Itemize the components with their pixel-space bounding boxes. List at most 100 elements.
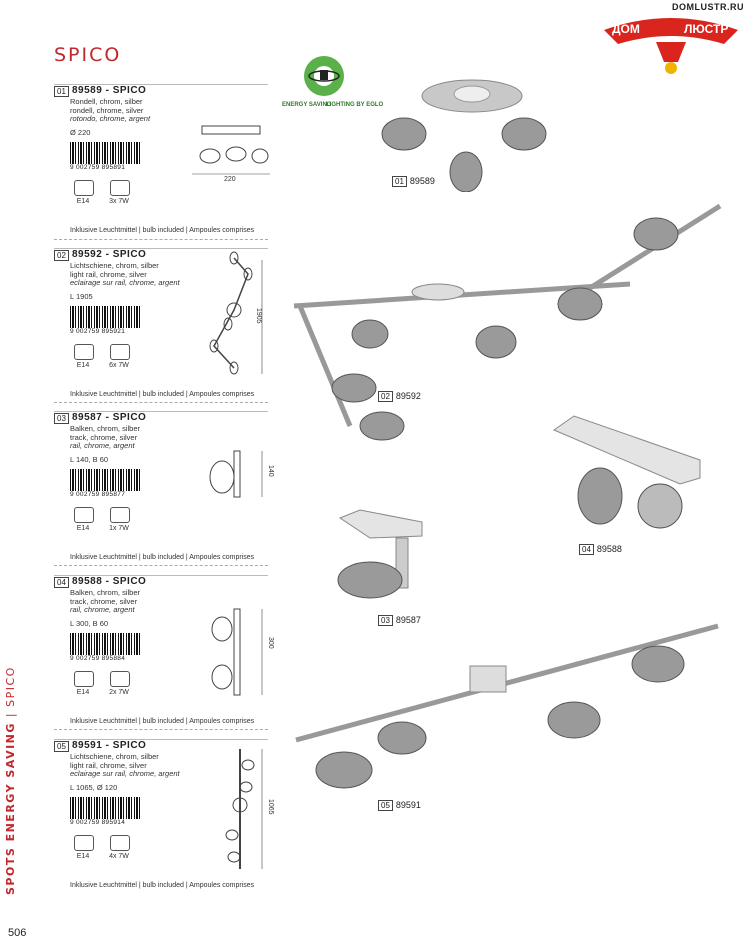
product-entry-89589: 01 89589 - SPICO Rondell, chrom, silber … xyxy=(54,84,270,234)
product-label-code: 89591 xyxy=(395,800,421,810)
bulb-icon xyxy=(110,180,130,196)
product-label-code: 89589 xyxy=(409,176,435,186)
barcode: 9 002759 895891 xyxy=(70,142,142,171)
entry-divider xyxy=(54,402,268,403)
desc-fr: eclairage sur rail, chrome, argent xyxy=(70,278,180,287)
socket-icon xyxy=(74,835,94,851)
entry-description: Lichtschiene, chrom, silber light rail, … xyxy=(70,752,210,779)
product-photo-89592 xyxy=(293,203,722,441)
product-entry-89591: 05 89591 - SPICO Lichtschiene, chrom, si… xyxy=(54,739,274,889)
brand-logo[interactable]: DOMLUSTR.RU ДОМ ЛЮСТР xyxy=(596,2,746,82)
section-spine-label: SPOTS ENERGY SAVING | SPICO xyxy=(4,666,17,895)
desc-en: rondell, chrome, silver xyxy=(70,105,144,115)
product-label-code: 89587 xyxy=(395,615,421,625)
entry-header xyxy=(54,411,268,425)
logo-word-2: ЛЮСТР xyxy=(684,22,729,36)
entry-description: Balken, chrom, silber track, chrome, sil… xyxy=(70,588,210,615)
spine-series: SPICO xyxy=(4,666,17,707)
bulb-label: 4x 7W xyxy=(109,853,129,860)
technical-drawing xyxy=(225,749,263,869)
entry-number: 03 xyxy=(54,413,69,424)
bulb-label: 3x 7W xyxy=(109,198,129,205)
technical-drawing xyxy=(209,450,263,498)
desc-de: Balken, chrom, silber xyxy=(70,424,141,433)
barcode: 9 002759 895914 xyxy=(70,797,142,826)
chandelier-icon xyxy=(604,18,738,74)
entry-dimensions: L 1905 xyxy=(70,292,93,301)
bulb-icon xyxy=(110,671,130,687)
barcode-number: 9 002759 895884 xyxy=(70,655,126,662)
socket-icon xyxy=(74,180,94,196)
energy-bulb-icon xyxy=(304,56,344,96)
logo-word-1: ДОМ xyxy=(612,22,640,36)
technical-drawing xyxy=(211,608,263,696)
entry-header xyxy=(54,248,268,262)
product-label-num: 04 xyxy=(579,544,594,555)
product-photo-89589 xyxy=(381,79,547,192)
barcode: 9 002759 895884 xyxy=(70,633,142,662)
entry-title: 89592 - SPICO xyxy=(72,249,147,260)
barcode-number: 9 002759 895914 xyxy=(70,819,126,826)
socket-icon xyxy=(74,671,94,687)
entry-dimensions: Ø 220 xyxy=(70,128,91,137)
spine-separator: | xyxy=(4,706,17,723)
desc-de: Lichtschiene, chrom, silber xyxy=(70,752,159,761)
technical-drawing xyxy=(192,125,270,175)
socket-label: E14 xyxy=(76,198,90,205)
desc-en: light rail, chrome, silver xyxy=(70,760,147,770)
page-number: 506 xyxy=(8,927,27,939)
product-photo-89588 xyxy=(552,415,701,529)
barcode-number: 9 002759 895877 xyxy=(70,491,126,498)
included-note: Inklusive Leuchtmittel | bulb included |… xyxy=(70,227,255,234)
product-photo-89591 xyxy=(295,623,719,789)
drawing-dimension: 300 xyxy=(267,637,274,649)
badge-text-bottom: LIGHTING BY EGLO xyxy=(326,102,384,108)
entry-divider xyxy=(54,729,268,730)
product-entry-89592: 02 89592 - SPICO Lichtschiene, chrom, si… xyxy=(54,248,268,398)
desc-fr: rail, chrome, argent xyxy=(70,605,135,614)
desc-en: track, chrome, silver xyxy=(70,596,138,606)
included-note: Inklusive Leuchtmittel | bulb included |… xyxy=(70,391,255,398)
socket-icon xyxy=(74,507,94,523)
entry-title: 89588 - SPICO xyxy=(72,576,147,587)
product-label-num: 03 xyxy=(378,615,393,626)
product-label-code: 89592 xyxy=(395,391,421,401)
socket-label: E14 xyxy=(76,853,90,860)
entry-divider xyxy=(54,565,268,566)
included-note: Inklusive Leuchtmittel | bulb included |… xyxy=(70,554,255,561)
entry-dimensions: L 140, B 60 xyxy=(70,455,109,464)
drawing-dimension: 140 xyxy=(267,465,274,477)
energy-saving-badge: ENERGY SAVING LIGHTING BY EGLO xyxy=(282,46,383,110)
badge-text-top: ENERGY SAVING xyxy=(282,102,332,108)
entry-divider xyxy=(54,239,268,240)
drawing-dimension: 1905 xyxy=(255,308,262,324)
entry-header xyxy=(54,575,268,589)
desc-en: light rail, chrome, silver xyxy=(70,269,147,279)
entry-number: 01 xyxy=(54,86,69,97)
page-title: SPICO xyxy=(54,44,122,66)
entry-header xyxy=(54,84,268,98)
socket-label: E14 xyxy=(76,689,90,696)
entry-title: 89587 - SPICO xyxy=(72,412,147,423)
entry-title: 89591 - SPICO xyxy=(72,740,147,751)
bulb-icon xyxy=(110,835,130,851)
entry-description: Lichtschiene, chrom, silber light rail, … xyxy=(70,261,210,288)
product-label-num: 01 xyxy=(392,176,407,187)
desc-de: Lichtschiene, chrom, silber xyxy=(70,261,159,270)
bulb-label: 6x 7W xyxy=(109,362,129,369)
entry-number: 04 xyxy=(54,577,69,588)
entry-number: 05 xyxy=(54,741,69,752)
product-label-code: 89588 xyxy=(596,544,622,554)
product-entry-89588: 04 89588 - SPICO Balken, chrom, silber t… xyxy=(54,575,274,725)
bulb-icon xyxy=(110,344,130,360)
barcode-number: 9 002759 895891 xyxy=(70,164,126,171)
entry-description: Balken, chrom, silber track, chrome, sil… xyxy=(70,424,210,451)
technical-drawing xyxy=(209,251,263,375)
entry-description: Rondell, chrom, silber rondell, chrome, … xyxy=(70,97,210,124)
product-label-num: 05 xyxy=(378,800,393,811)
bulb-icon xyxy=(110,507,130,523)
